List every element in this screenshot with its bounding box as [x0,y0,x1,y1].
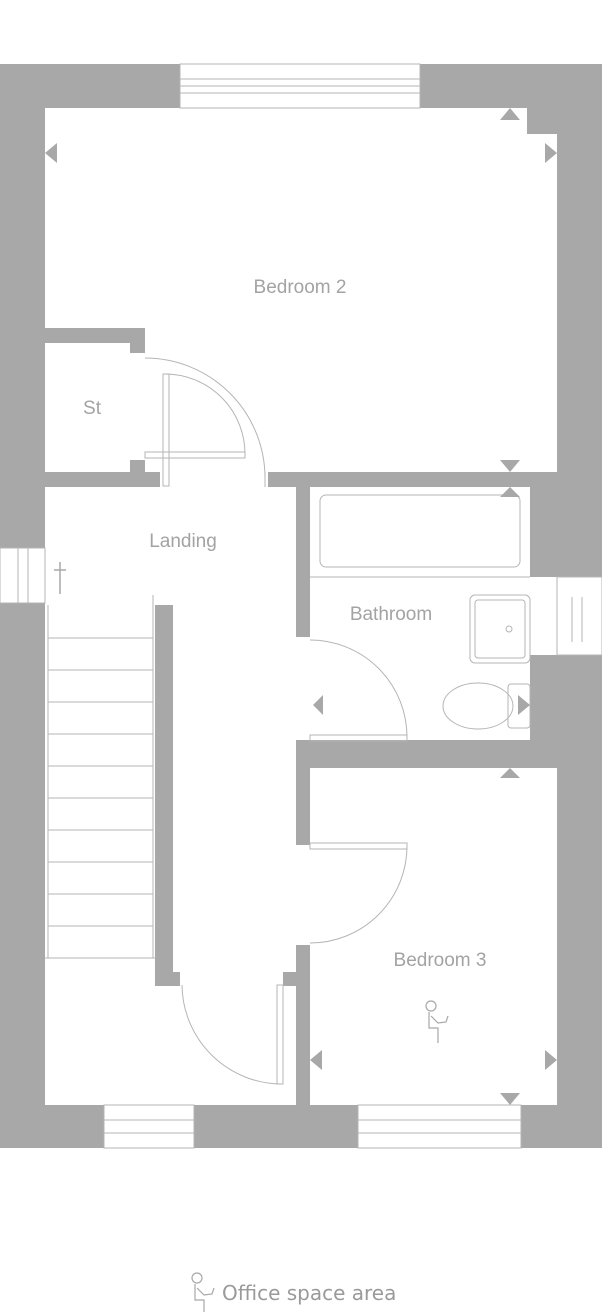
room-label-bathroom: Bathroom [349,604,433,625]
office-seat-icon [191,1272,215,1312]
office-seat-icon [425,1000,449,1043]
stairs [45,595,155,959]
legend: Office space area [188,1272,396,1314]
room-label-bedroom-2: Bedroom 2 [253,277,347,298]
walls [0,64,602,1148]
doors [144,357,408,1085]
dimension-arrows [45,108,557,1105]
room-label-store: St [83,398,101,419]
room-label-bedroom-3: Bedroom 3 [393,950,487,971]
legend-label: Office space area [222,1281,397,1305]
windows [0,63,602,1149]
bathroom-fixtures [310,494,531,730]
radiator-dagger-icon [54,562,66,594]
room-label-landing: Landing [149,531,217,552]
